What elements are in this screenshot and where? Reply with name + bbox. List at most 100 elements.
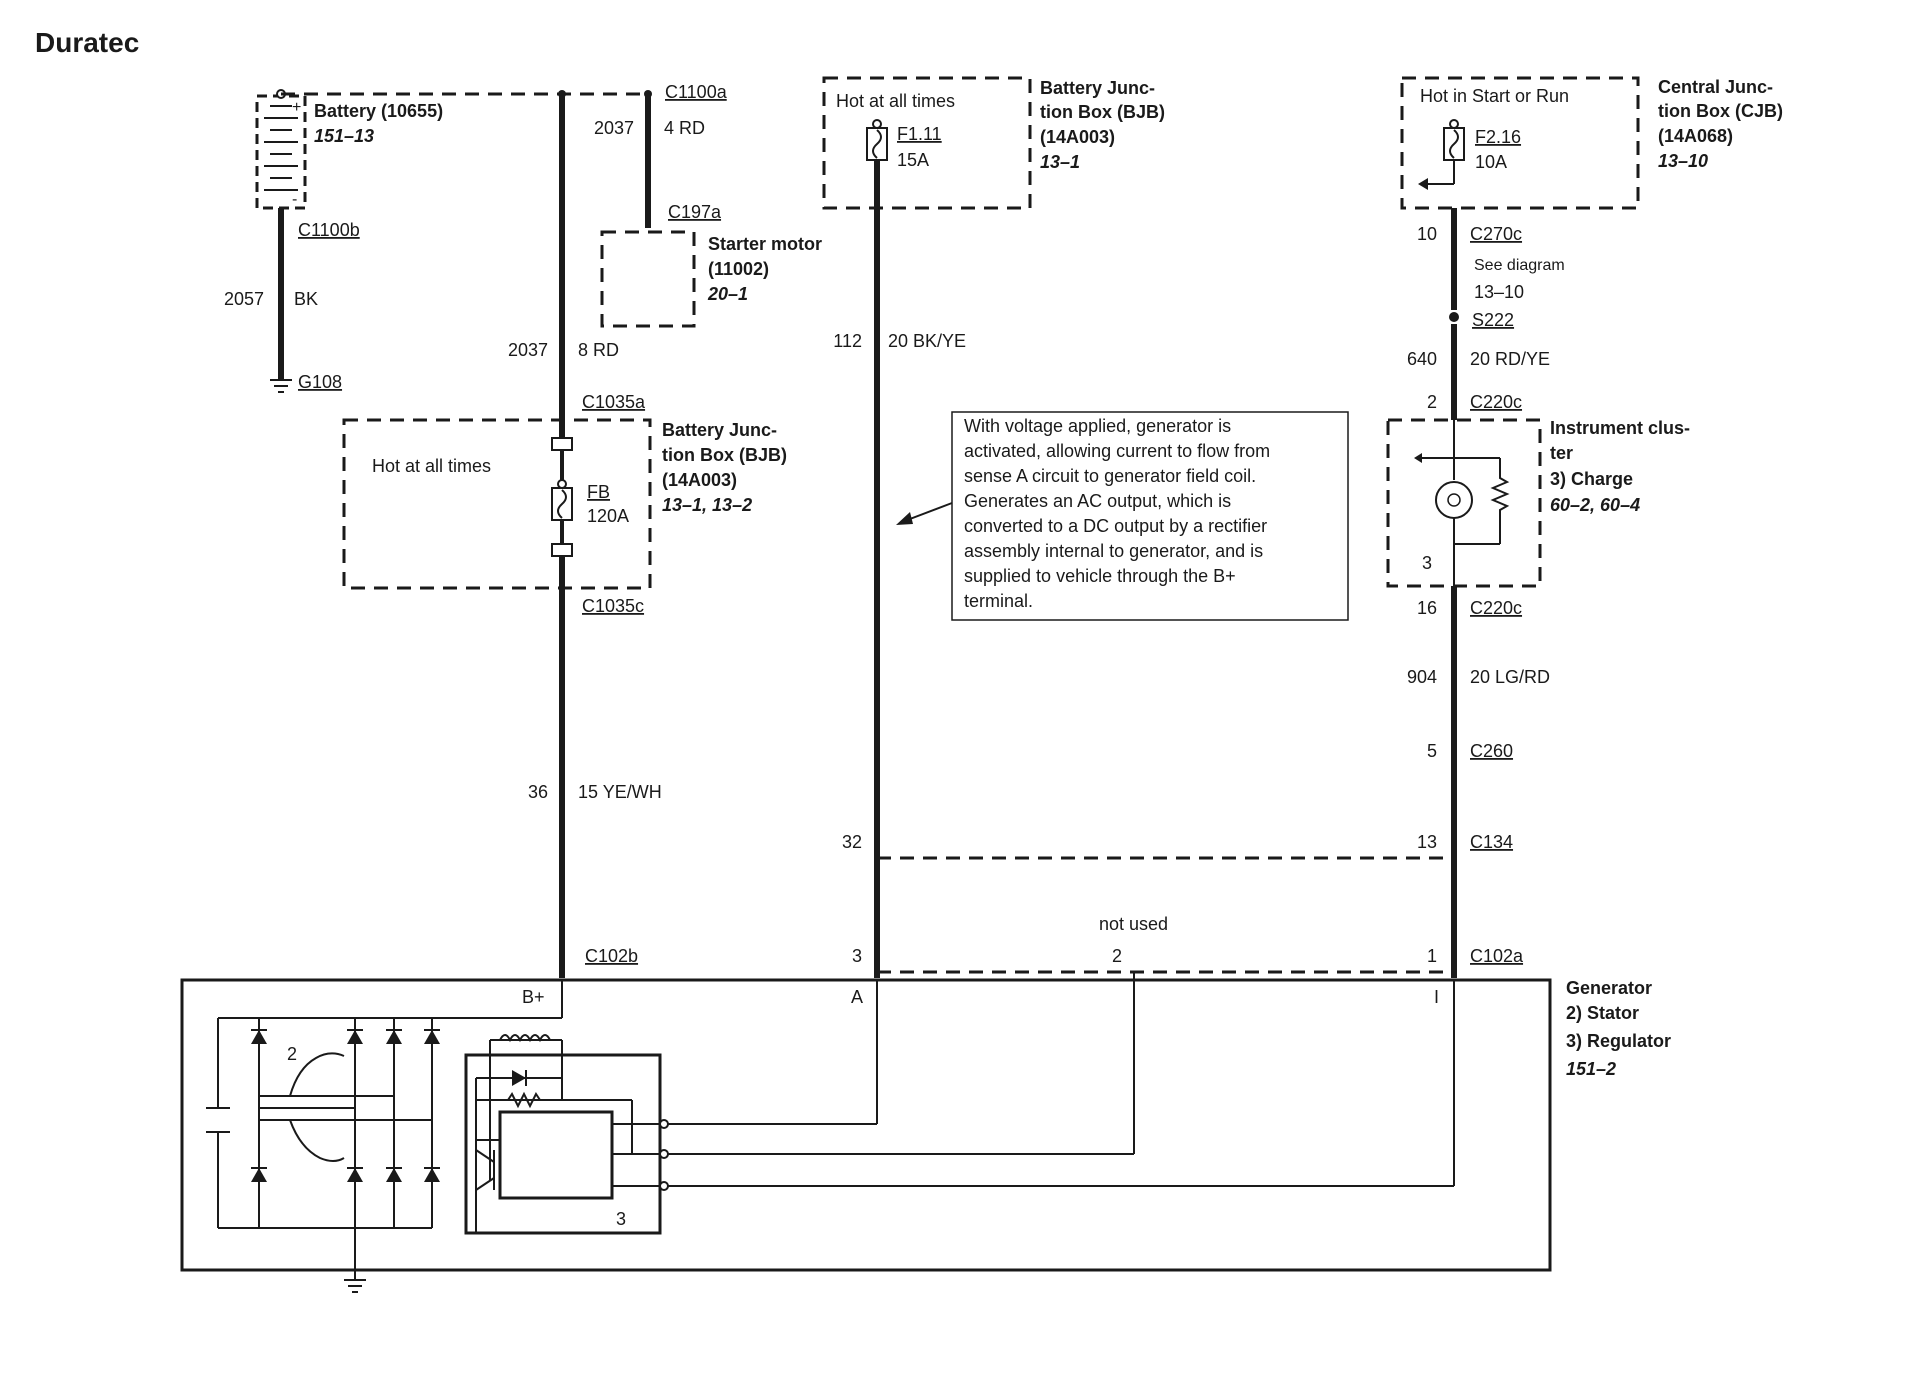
generator-internal-schematic: 2 3 [206, 980, 1455, 1293]
conn-c1100a: C1100a [665, 82, 728, 102]
c270c-note-l2: 13–10 [1474, 282, 1524, 302]
bjb-main-box [342, 418, 652, 590]
generator-name: Generator [1566, 978, 1652, 998]
bjb-f111-box [822, 76, 1032, 210]
bjb-main-label: Hot at all times [372, 456, 491, 476]
terminal-a: A [851, 987, 863, 1007]
fuse-f216-name: F2.16 [1475, 127, 1521, 147]
lamp-circuit: 904 [1407, 667, 1437, 687]
bjb-f111-ref: 13–1 [1040, 152, 1080, 172]
sense-color: 20 BK/YE [888, 331, 966, 351]
cjb-name-l1: Central Junc- [1658, 77, 1773, 97]
cluster-pin-3: 3 [1422, 553, 1432, 573]
ign-circuit: 640 [1407, 349, 1437, 369]
note-line: assembly internal to generator, and is [964, 541, 1263, 561]
bjb-f111-part: (14A003) [1040, 127, 1115, 147]
note-pointer-arrow-icon [896, 502, 953, 525]
note-line: converted to a DC output by a rectifier [964, 516, 1267, 536]
cjb-label: Hot in Start or Run [1420, 86, 1569, 106]
sense-pin-c102a: 3 [852, 946, 862, 966]
bjb-main-ref: 13–1, 13–2 [662, 495, 752, 515]
note-line: terminal. [964, 591, 1033, 611]
cjb-name-l2: tion Box (CJB) [1658, 101, 1783, 121]
c102a-pin-1: 1 [1427, 946, 1437, 966]
starter-feed-circuit: 2037 [594, 118, 634, 138]
note-line: activated, allowing current to flow from [964, 441, 1270, 461]
bjb-main-name-l2: tion Box (BJB) [662, 445, 787, 465]
c102a-pin-2: 2 [1112, 946, 1122, 966]
note-line: With voltage applied, generator is [964, 416, 1231, 436]
fuse-f216-rating: 10A [1475, 152, 1507, 172]
note-line: sense A circuit to generator field coil. [964, 466, 1256, 486]
fuse-fb-name: FB [587, 482, 610, 502]
sense-pin-c134: 32 [842, 832, 862, 852]
ground-g108: G108 [298, 372, 342, 392]
note-box [951, 411, 1349, 621]
generator-stator: 2) Stator [1566, 1003, 1639, 1023]
c134-pin-right: 13 [1417, 832, 1437, 852]
fuse-f111-icon [866, 119, 888, 161]
cjb-part: (14A068) [1658, 126, 1733, 146]
cluster-name-l2: ter [1550, 443, 1573, 463]
conn-c1035a: C1035a [582, 392, 646, 412]
bplus-color: 15 YE/WH [578, 782, 662, 802]
note-line: Generates an AC output, which is [964, 491, 1231, 511]
not-used-label: not used [1099, 914, 1168, 934]
note-text: With voltage applied, generator is activ… [964, 416, 1270, 611]
c270c-pin: 10 [1417, 224, 1437, 244]
main-feed-color: 8 RD [578, 340, 619, 360]
bjb-main-part: (14A003) [662, 470, 737, 490]
charge-lamp-icon [1414, 420, 1510, 586]
conn-c134: C134 [1470, 832, 1513, 852]
ign-color: 20 RD/YE [1470, 349, 1550, 369]
terminal-i: I [1434, 987, 1439, 1007]
conn-c102b: C102b [585, 946, 638, 966]
fuse-f216-icon [1418, 119, 1465, 190]
bjb-main-name-l1: Battery Junc- [662, 420, 777, 440]
sense-circuit: 112 [833, 331, 862, 351]
fuse-f111-name: F1.11 [897, 124, 942, 144]
cluster-name-l1: Instrument clus- [1550, 418, 1690, 438]
cluster-item: 3) Charge [1550, 469, 1633, 489]
cjb-box [1400, 76, 1640, 210]
diagram-title: Duratec [35, 27, 139, 58]
c270c-note-l1: See diagram [1474, 257, 1565, 274]
svg-text:+: + [292, 99, 301, 116]
conn-c220c-top: C220c [1470, 392, 1522, 412]
stator-label: 2 [287, 1044, 297, 1064]
conn-c220c-bottom: C220c [1470, 598, 1522, 618]
battery-ground-circuit: 2057 [224, 289, 264, 309]
main-feed-circuit: 2037 [508, 340, 548, 360]
generator-regulator: 3) Regulator [1566, 1031, 1671, 1051]
starter-feed-color: 4 RD [664, 118, 705, 138]
bjb-f111-name-l1: Battery Junc- [1040, 78, 1155, 98]
conn-c260: C260 [1470, 741, 1513, 761]
battery-name: Battery (10655) [314, 101, 443, 121]
battery-conn-c1100b: C1100b [298, 220, 360, 240]
c220c-bottom-pin: 16 [1417, 598, 1437, 618]
fuse-fb-icon [551, 437, 573, 557]
bjb-f111-label: Hot at all times [836, 91, 955, 111]
splice-s222: S222 [1472, 310, 1514, 330]
c220c-top-pin: 2 [1427, 392, 1437, 412]
starter-part: (11002) [708, 259, 769, 279]
fuse-fb-rating: 120A [587, 506, 629, 526]
cjb-ref: 13–10 [1658, 151, 1708, 171]
splice-s222-dot [1449, 312, 1459, 322]
cluster-ref: 60–2, 60–4 [1550, 495, 1640, 515]
conn-c270c: C270c [1470, 224, 1522, 244]
terminal-bplus: B+ [522, 987, 545, 1007]
generator-ref: 151–2 [1566, 1059, 1616, 1079]
battery-symbol: + - [255, 89, 307, 210]
c260-pin: 5 [1427, 741, 1437, 761]
svg-text:-: - [292, 191, 297, 208]
starter-motor-box [600, 230, 696, 328]
regulator-label: 3 [616, 1209, 626, 1229]
conn-c102a: C102a [1470, 946, 1524, 966]
battery-ref: 151–13 [314, 126, 374, 146]
conn-c1035c: C1035c [582, 596, 644, 616]
starter-name: Starter motor [708, 234, 822, 254]
conn-c197a: C197a [668, 202, 722, 222]
note-line: supplied to vehicle through the B+ [964, 566, 1236, 586]
